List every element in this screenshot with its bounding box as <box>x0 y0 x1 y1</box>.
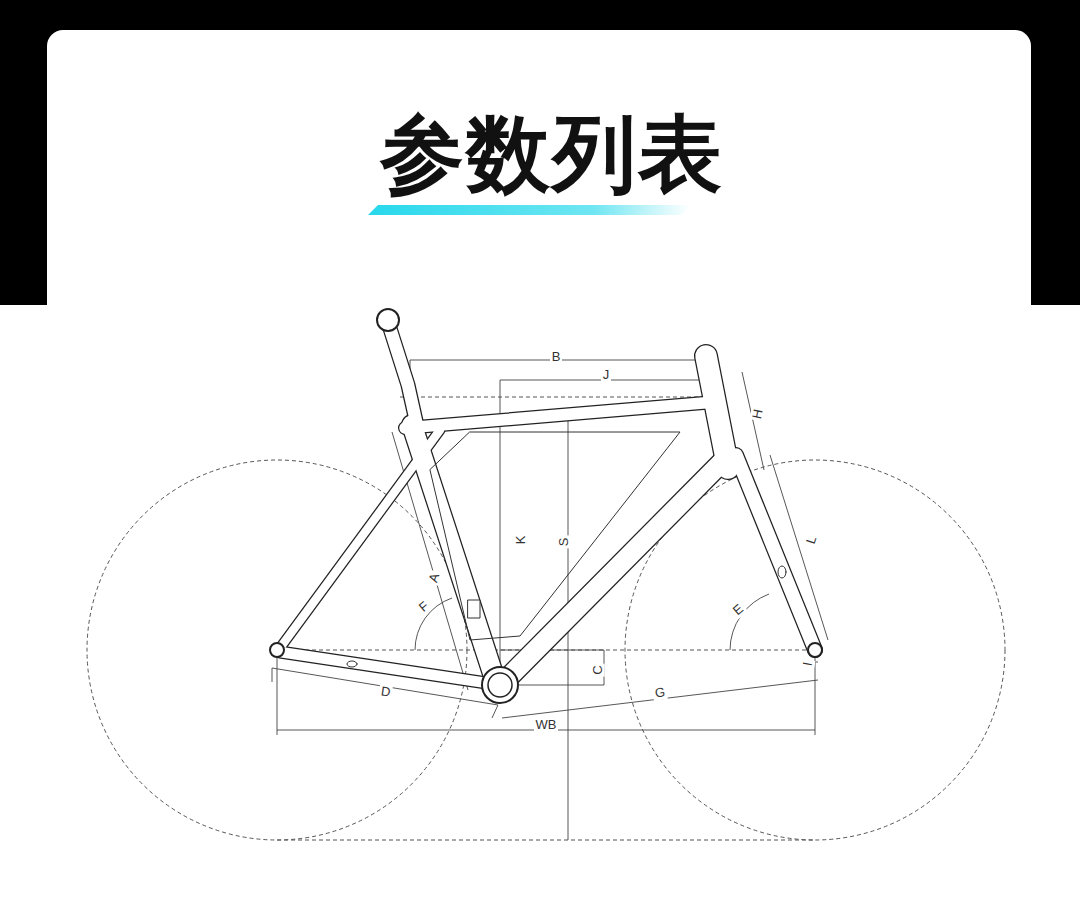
fork-fill <box>736 455 815 650</box>
port <box>468 600 480 618</box>
wheels <box>87 397 1005 840</box>
dimension-label: S <box>557 536 571 549</box>
chainstay <box>280 652 500 685</box>
title-bar <box>368 205 690 215</box>
fork-hole <box>778 566 786 578</box>
card <box>47 30 1031 904</box>
dimension-lines <box>272 360 828 840</box>
frame-fill <box>280 322 815 685</box>
down-tube-fill <box>502 462 722 684</box>
page-title: 参数列表 <box>380 112 724 196</box>
dimension-label: H <box>750 406 766 422</box>
dimension-label: J <box>601 368 612 382</box>
top-reference <box>400 397 712 398</box>
ground-line <box>277 840 815 841</box>
down-tube <box>502 462 722 684</box>
bottom-bracket-inner <box>488 673 512 697</box>
frame-inner-line <box>430 432 680 640</box>
top-tube-fill <box>405 402 715 428</box>
dimension-label: A <box>425 570 442 586</box>
chainstay-fill <box>280 652 500 685</box>
seat-tube-fill <box>412 425 495 680</box>
dimension-label: D <box>378 684 393 700</box>
seat-angle-arc <box>415 598 452 650</box>
dimension-label: WB <box>534 718 559 732</box>
dim-wb <box>277 650 815 735</box>
seat-tube <box>412 425 495 680</box>
frame-outline <box>280 322 815 685</box>
seatpost <box>388 322 418 430</box>
frame <box>270 309 822 703</box>
saddle-clamp <box>377 309 399 331</box>
dimension-label: K <box>514 534 528 547</box>
bottom-bracket <box>482 667 518 703</box>
head-tube-fill <box>706 356 728 468</box>
dim-g <box>502 680 818 718</box>
dimension-label: I <box>800 659 815 669</box>
dimension-label: L <box>804 532 821 547</box>
head-tube <box>706 356 728 468</box>
dimension-label: F <box>415 598 433 616</box>
dimension-label: B <box>550 350 563 364</box>
stay-hole <box>347 661 357 667</box>
front-dropout <box>808 643 822 657</box>
seatpost-fill <box>388 322 418 430</box>
dimension-label: G <box>652 685 668 701</box>
top-tube <box>405 402 715 428</box>
rear-dropout <box>270 643 284 657</box>
dimension-label: C <box>591 663 605 676</box>
fork <box>736 455 815 650</box>
dimension-label: E <box>729 601 748 620</box>
